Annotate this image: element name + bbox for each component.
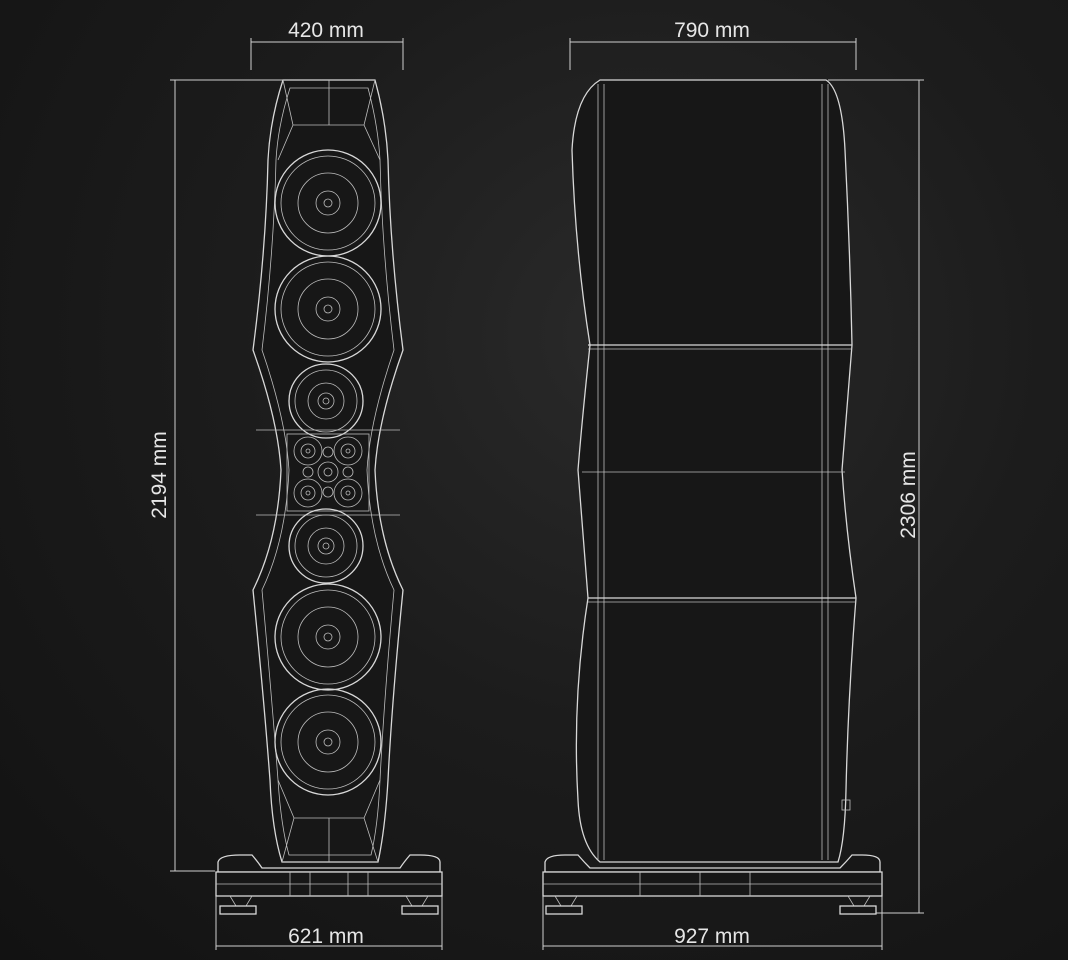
side-view (542, 79, 883, 915)
rear-terminal (841, 799, 851, 811)
side-height-label: 2306 mm (897, 451, 920, 539)
dimension-side-depth: 790 mm (569, 19, 857, 70)
dimension-side-base-depth: 927 mm (542, 896, 883, 950)
side-cabinet-outline (571, 79, 857, 863)
dimension-front-base-width: 621 mm (215, 896, 443, 950)
front-width-label: 420 mm (288, 19, 364, 42)
midrange-top (288, 363, 364, 439)
woofer-top-1 (274, 149, 382, 257)
side-depth-label: 790 mm (674, 19, 750, 42)
front-bottom-bevel (277, 779, 381, 863)
dimension-side-height: 2306 mm (828, 79, 924, 914)
front-view (215, 79, 443, 915)
front-top-bevel (277, 79, 381, 161)
tweeter-cluster (256, 429, 400, 516)
front-height-label: 2194 mm (148, 431, 171, 519)
woofer-top-2 (274, 255, 382, 363)
side-base-plinth (542, 854, 883, 915)
side-base-depth-label: 927 mm (674, 925, 750, 948)
front-base-plinth (215, 854, 443, 915)
woofer-bottom-1 (274, 583, 382, 691)
front-base-width-label: 621 mm (288, 925, 364, 948)
dimension-front-height: 2194 mm (148, 79, 283, 872)
dimension-front-width: 420 mm (250, 19, 404, 70)
front-cabinet-inner-edge (261, 87, 395, 856)
midrange-bottom (288, 508, 364, 584)
woofer-bottom-2 (274, 688, 382, 796)
